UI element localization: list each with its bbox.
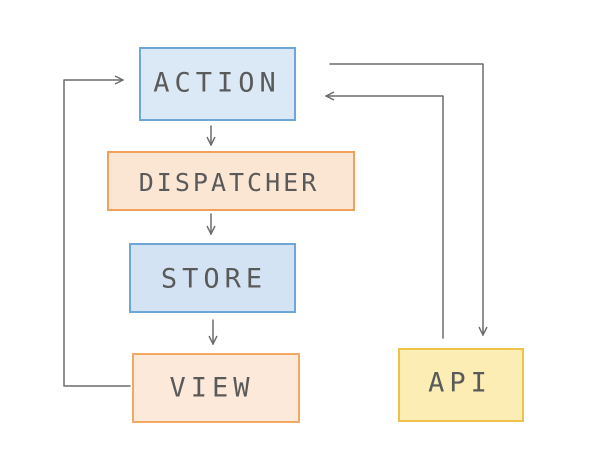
arrow-action-to-api — [329, 63, 483, 335]
node-api-label: API — [428, 368, 492, 399]
node-view-box — [132, 353, 300, 423]
node-store-label: STORE — [161, 264, 267, 295]
node-action: ACTION — [139, 47, 296, 121]
arrow-api-to-action — [326, 96, 444, 339]
node-store-box — [129, 243, 296, 313]
node-action-box — [139, 47, 296, 121]
node-action-label: ACTION — [153, 68, 281, 99]
node-dispatcher-box — [107, 151, 355, 211]
node-api: API — [398, 348, 524, 422]
node-dispatcher: DISPATCHER — [107, 151, 355, 211]
node-dispatcher-label: DISPATCHER — [139, 168, 320, 197]
node-view-label: VIEW — [169, 373, 254, 404]
node-store: STORE — [129, 243, 296, 313]
connectors — [63, 63, 483, 387]
node-api-box — [398, 348, 524, 422]
node-view: VIEW — [132, 353, 300, 423]
arrow-view-to-action — [63, 80, 131, 387]
